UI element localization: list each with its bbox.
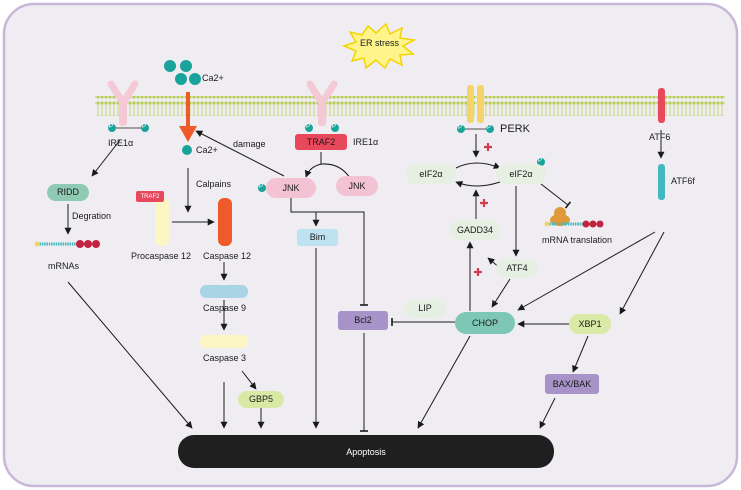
lip-node: LIP (404, 299, 446, 318)
gbp5-node: GBP5 (238, 391, 284, 408)
edge-ire1-ridd (91, 139, 121, 177)
plus-signs (474, 143, 492, 276)
mrna-translation-label: mRNA translation (542, 235, 613, 245)
atf6-receptor (658, 88, 665, 123)
phospho-label: P (306, 124, 311, 130)
edge-casp3-gbp5 (241, 370, 257, 390)
bcl2-node: Bcl2 (338, 311, 388, 330)
degration-label: Degration (72, 211, 112, 221)
edge-jnk-bcl2 (290, 198, 368, 306)
edge-eif2a-dephos (455, 181, 501, 188)
xbp1-node: XBP1 (569, 314, 611, 334)
phospho-label: P (458, 125, 463, 131)
bim-node: Bim (297, 229, 338, 246)
eif2a-left-node: eIF2α (406, 164, 456, 184)
damage-label: damage (233, 139, 266, 149)
p-jnk (258, 184, 266, 192)
caspase9-label: Caspase 9 (203, 303, 247, 313)
atf6-label: ATF6 (649, 132, 671, 142)
calcium-ions (164, 60, 201, 155)
jnk-right-node: JNK (336, 176, 378, 196)
edge-baxbak-apoptosis (539, 397, 556, 429)
mrnas-label: mRNAs (48, 261, 79, 271)
edge-atf4-chop (491, 278, 511, 308)
phospho-label: P (259, 184, 264, 190)
edge-atf6f-xbp1 (619, 231, 665, 315)
calcium-top-label: Ca2+ (202, 73, 224, 83)
calcium-mid-label: Ca2+ (196, 145, 218, 155)
calpains-label: Calpains (196, 179, 232, 189)
ca-release-arrow-head (179, 126, 197, 142)
caspase12-shape (218, 198, 232, 246)
traf2-small-box (136, 191, 164, 202)
er-membrane (95, 96, 725, 116)
procaspase12-shape (155, 198, 169, 246)
traf2-small-label: TRAF2 (140, 193, 160, 200)
caspase9-shape (200, 285, 248, 298)
caspase3-label: Caspase 3 (203, 353, 247, 363)
phospho-label: P (142, 124, 147, 130)
atf6f-fragment (658, 164, 665, 200)
er-stress-burst (341, 22, 417, 70)
edge-eif2a-translation (540, 183, 572, 209)
traf2-mid-label: TRAF2 (306, 136, 336, 147)
edge-xbp1-baxbak (572, 335, 589, 373)
mrnas-strand (34, 240, 100, 248)
ire1a-left-label: IRE1α (108, 138, 134, 148)
apoptosis-node: Apoptosis (178, 435, 554, 468)
phospho-label: P (538, 158, 543, 164)
edge-mrnas-apoptosis (67, 281, 193, 429)
edge-jnk-activation (304, 163, 351, 179)
atf6f-label: ATF6f (671, 176, 695, 186)
perk-label: PERK (500, 123, 530, 135)
traf2-mid-box (295, 134, 347, 150)
ire1a-left-receptor (107, 80, 149, 132)
chop-node: CHOP (455, 312, 515, 334)
gadd34-node: GADD34 (450, 220, 500, 240)
caspase12-label: Caspase 12 (203, 251, 252, 261)
ridd-node: RIDD (47, 184, 89, 201)
ire1a-mid-receptor (305, 80, 339, 132)
eif2a-right-node: eIF2α (496, 164, 546, 184)
mrna-translation-ribosome (544, 207, 604, 228)
phospho-label: P (109, 124, 114, 130)
baxbak-node: BAX/BAK (545, 374, 599, 394)
edge-atf6f-chop (517, 231, 656, 311)
edge-chop-apoptosis (417, 335, 471, 429)
jnk-left-node: JNK (266, 178, 316, 198)
edge-jnk-damage (195, 130, 285, 177)
er-stress-label: ER stress (360, 38, 400, 48)
procaspase12-label: Procaspase 12 (131, 251, 192, 261)
phospho-label: P (332, 124, 337, 130)
phospho-label: P (487, 125, 492, 131)
edge-eif2a-phos (455, 162, 501, 169)
atf4-node: ATF4 (496, 259, 538, 278)
perk-receptor (457, 85, 494, 133)
caspase3-shape (200, 335, 248, 348)
ire1a-mid-label: IRE1α (353, 137, 379, 147)
